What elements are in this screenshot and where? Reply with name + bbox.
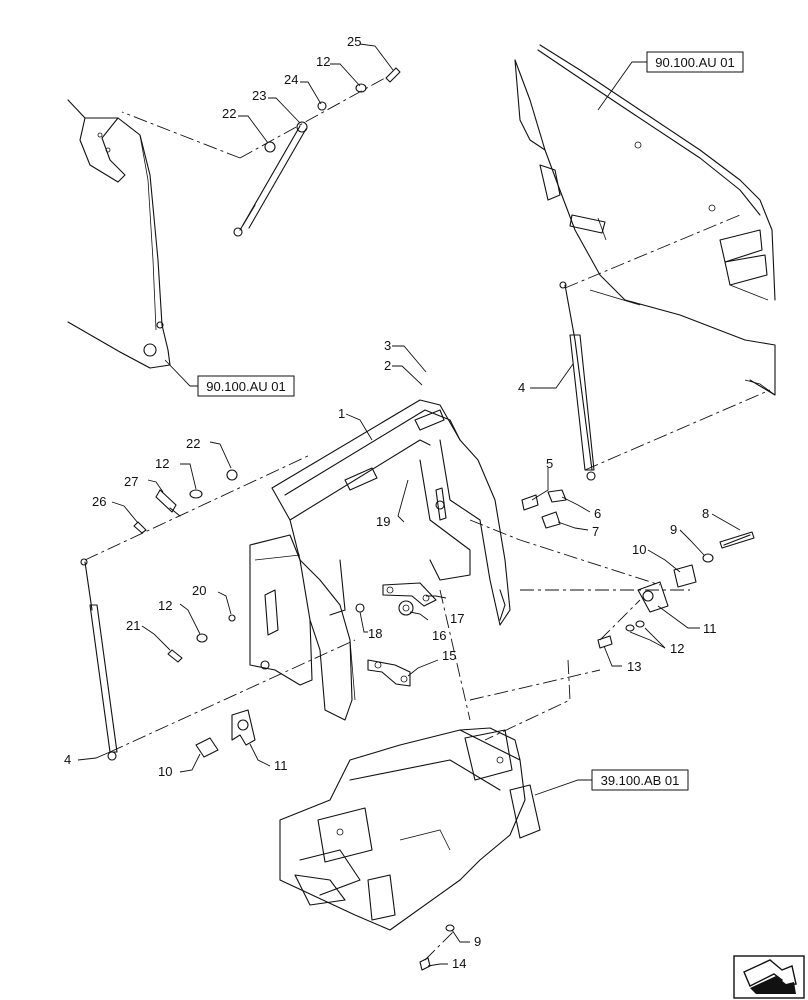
bracket-15 — [367, 659, 411, 687]
nut-16 — [398, 600, 414, 616]
svg-text:39.100.AB 01: 39.100.AB 01 — [601, 773, 680, 788]
callout-21: 21 — [126, 618, 140, 633]
callout-1: 1 — [338, 406, 345, 421]
svg-text:90.100.AU 01: 90.100.AU 01 — [206, 379, 286, 394]
callout-4-left: 4 — [64, 752, 71, 767]
callout-10-right: 10 — [632, 542, 646, 557]
leader-lines — [77, 43, 741, 967]
callout-7: 7 — [592, 524, 599, 539]
callout-11-right: 11 — [703, 621, 717, 636]
hardware-right-bolts — [521, 489, 567, 529]
callout-6: 6 — [594, 506, 601, 521]
callout-18: 18 — [368, 626, 382, 641]
gas-strut-top — [233, 121, 308, 237]
callout-12-top: 12 — [316, 54, 330, 69]
callout-22-left: 22 — [186, 436, 200, 451]
callout-9-right: 9 — [670, 522, 677, 537]
callout-24: 24 — [284, 72, 298, 87]
callout-13: 13 — [627, 659, 641, 674]
left-cab-panel — [67, 99, 171, 369]
next-page-arrow-icon[interactable] — [733, 955, 805, 999]
right-cab-panel — [514, 44, 776, 396]
callout-14: 14 — [452, 956, 466, 971]
callout-12-left: 12 — [155, 456, 169, 471]
callout-9-bottom: 9 — [474, 934, 481, 949]
callout-23: 23 — [252, 88, 266, 103]
reference-bottom-right[interactable]: 39.100.AB 01 — [534, 769, 689, 796]
hardware-left-middle — [167, 614, 236, 663]
callout-8: 8 — [702, 506, 709, 521]
callout-26: 26 — [92, 494, 106, 509]
chassis-bottom — [279, 727, 541, 931]
main-frame — [249, 399, 511, 721]
callout-10-left: 10 — [158, 764, 172, 779]
callout-22-top: 22 — [222, 106, 236, 121]
hardware-left-upper — [133, 469, 238, 534]
callout-2: 2 — [384, 358, 391, 373]
callout-27: 27 — [124, 474, 138, 489]
gas-strut-right — [559, 281, 596, 481]
reference-top-right[interactable]: 90.100.AU 01 — [597, 51, 744, 111]
svg-text:90.100.AU 01: 90.100.AU 01 — [655, 55, 735, 70]
callout-5: 5 — [546, 456, 553, 471]
callout-4-right: 4 — [518, 380, 525, 395]
callout-12-mid: 12 — [158, 598, 172, 613]
nut-18 — [355, 603, 365, 613]
callout-17: 17 — [450, 611, 464, 626]
callout-19: 19 — [376, 514, 390, 529]
gas-strut-left — [80, 558, 118, 761]
hinge-left — [195, 709, 256, 758]
callout-25: 25 — [347, 34, 361, 49]
callout-15: 15 — [442, 648, 456, 663]
callout-3: 3 — [384, 338, 391, 353]
hinge-right — [597, 531, 755, 649]
callout-12-right: 12 — [670, 641, 684, 656]
small-hardware-top — [264, 67, 401, 153]
hardware-bottom — [419, 924, 455, 971]
callout-labels: 25 12 24 23 22 3 2 1 4 5 6 7 8 9 10 11 1… — [64, 34, 717, 971]
alignment-lines — [84, 77, 771, 961]
callout-11-left: 11 — [274, 758, 288, 773]
callout-16: 16 — [432, 628, 446, 643]
reference-left[interactable]: 90.100.AU 01 — [164, 359, 295, 397]
callout-20: 20 — [192, 583, 206, 598]
bracket-17 — [382, 582, 437, 607]
